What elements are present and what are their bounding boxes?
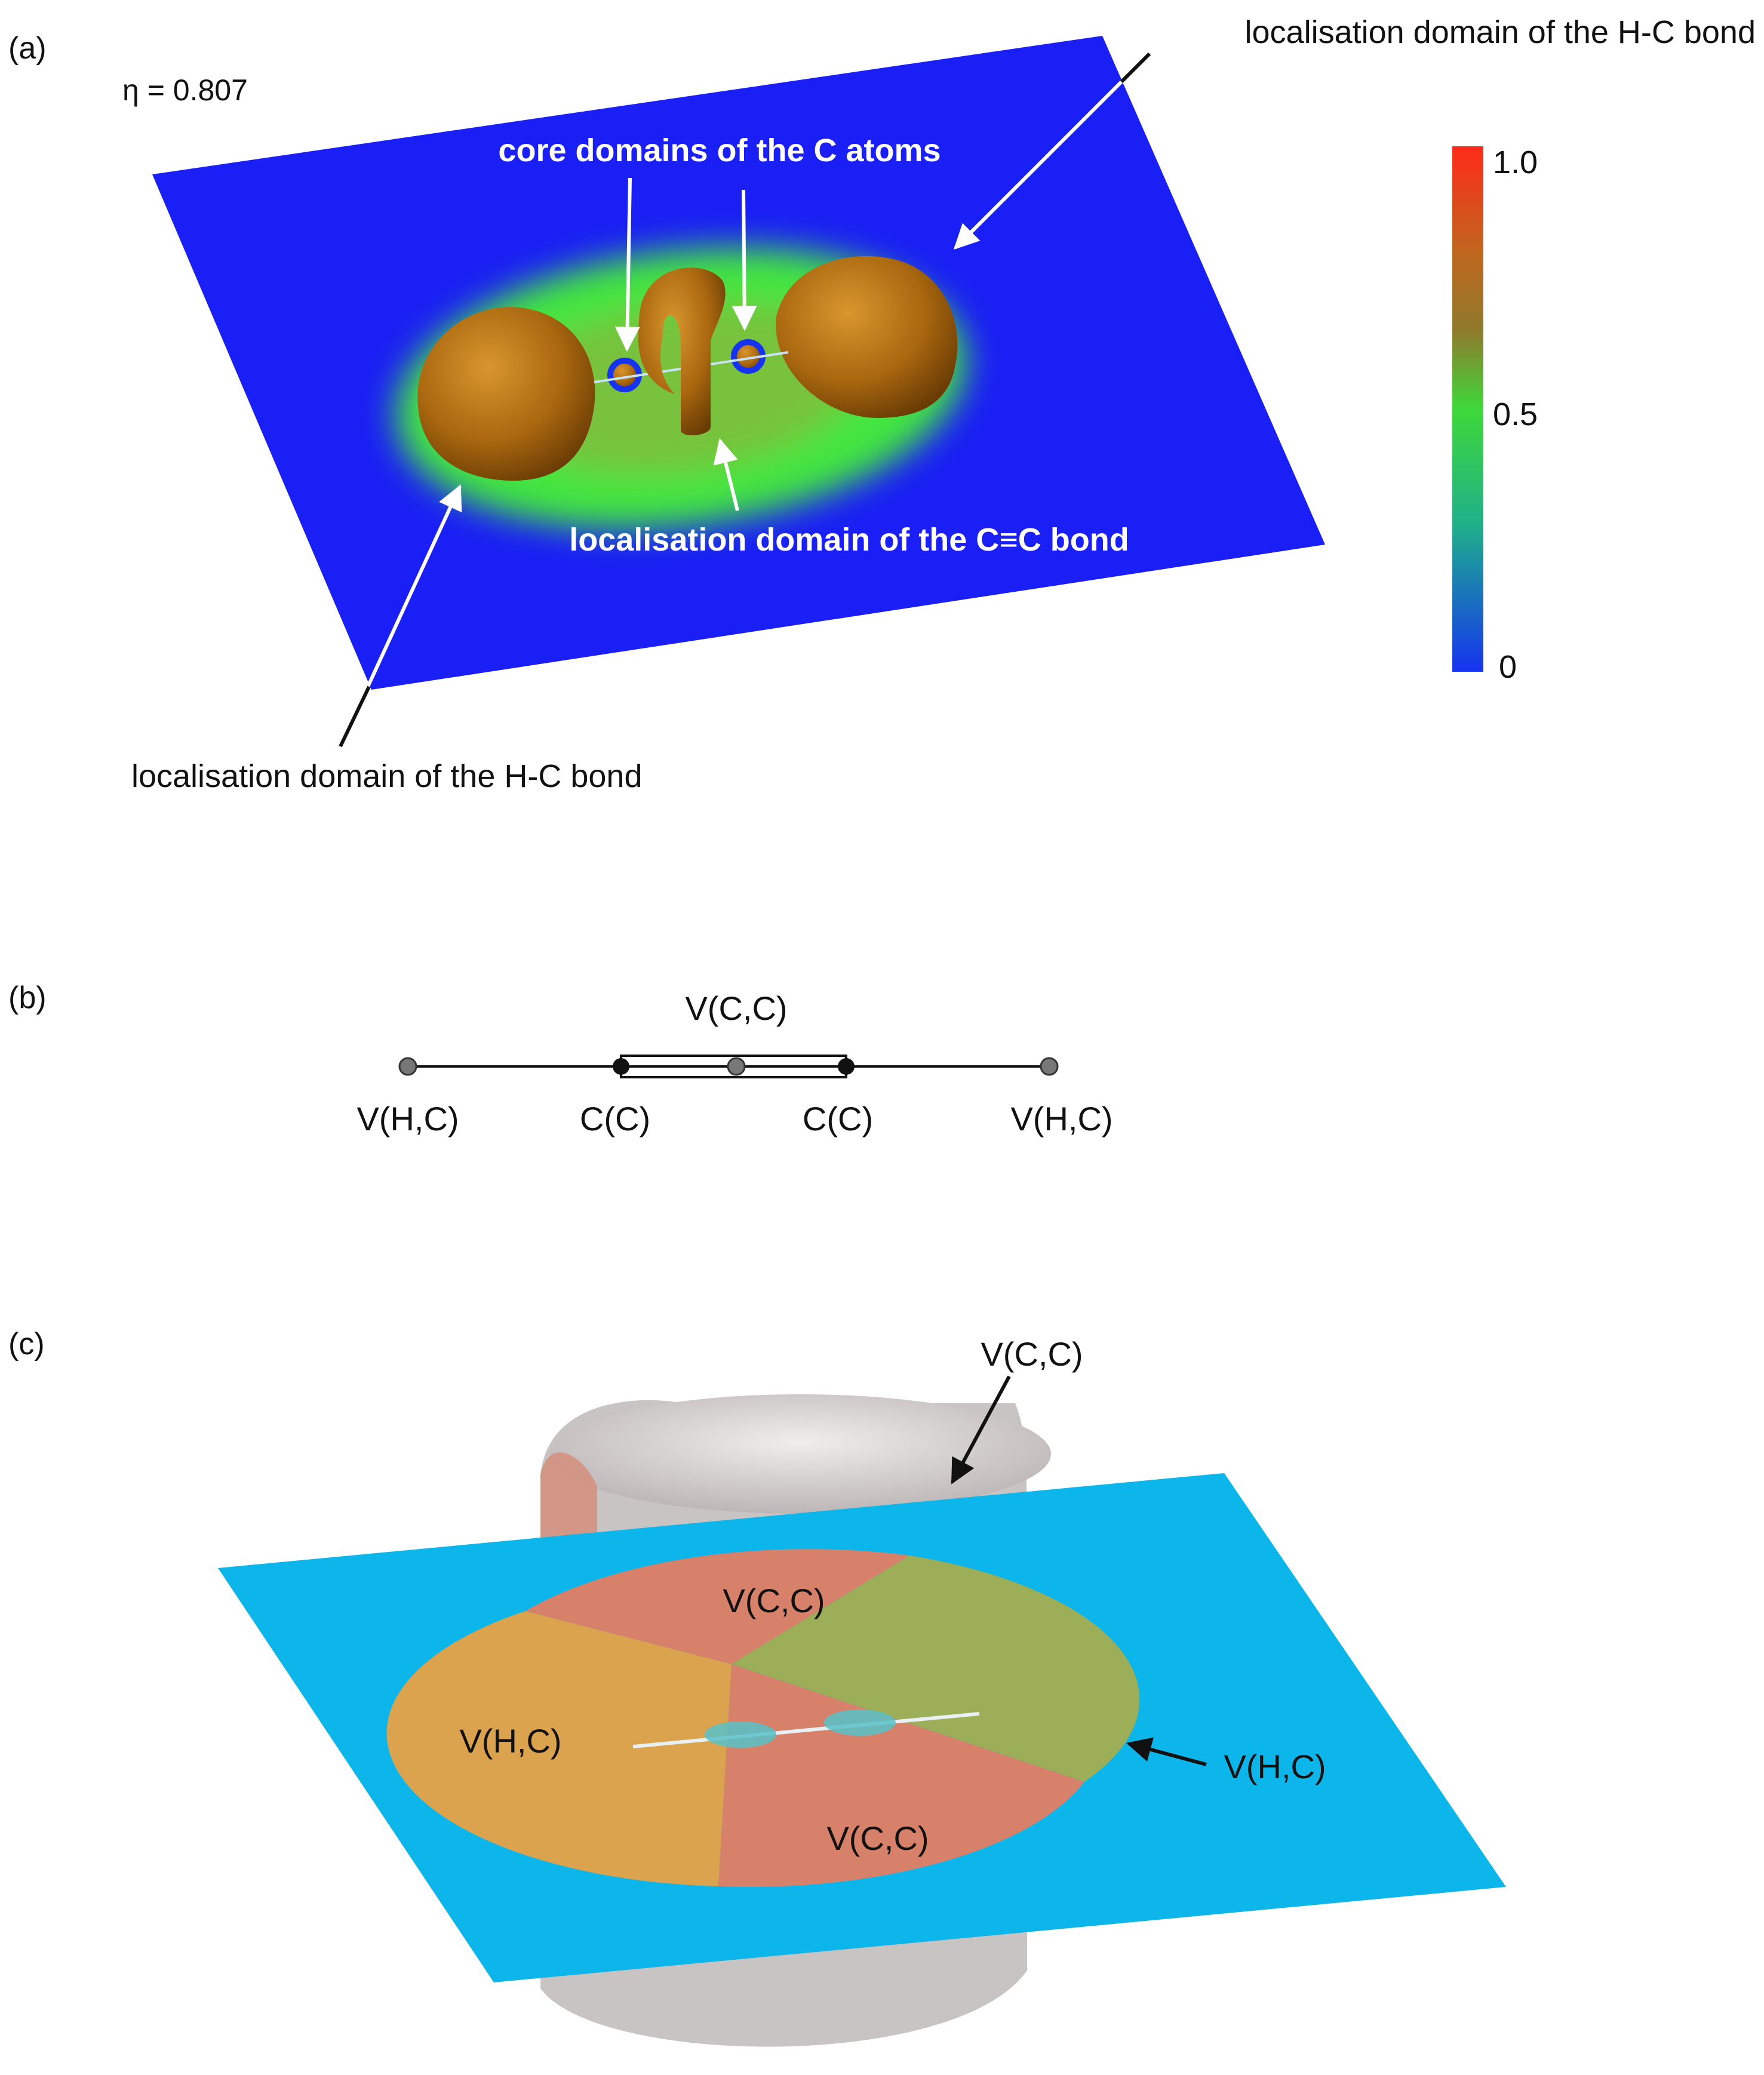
arrow-hc-top bbox=[954, 52, 1151, 250]
label-v-cc: V(C,C) bbox=[685, 989, 787, 1027]
label-region-v-hc-left: V(H,C) bbox=[459, 1722, 561, 1760]
eta-value: η = 0.807 bbox=[122, 73, 248, 107]
callout-v-hc-label: V(H,C) bbox=[1224, 1748, 1326, 1785]
node-c-core-left bbox=[613, 1058, 629, 1075]
c-core-blob-right bbox=[824, 1710, 896, 1736]
panel-a: (a) η = 0.807 core domains of the C atom… bbox=[8, 14, 1756, 794]
arrow-core-right bbox=[732, 189, 757, 331]
section-ellipse bbox=[386, 1549, 1140, 1888]
arrow-hc-top-leader bbox=[1120, 52, 1151, 84]
node-c-core-right bbox=[838, 1058, 855, 1075]
label-c-core-right: C(C) bbox=[803, 1100, 873, 1138]
panel-c-label: (c) bbox=[8, 1327, 45, 1361]
region-v-cc-top bbox=[525, 1549, 909, 1664]
node-v-hc-left bbox=[398, 1057, 417, 1076]
label-v-hc-right: V(H,C) bbox=[1010, 1100, 1113, 1138]
label-region-v-cc-bottom: V(C,C) bbox=[826, 1819, 929, 1857]
label-cc-bond: localisation domain of the C≡C bond bbox=[569, 522, 1129, 558]
vcc-cylinder-dome bbox=[549, 1394, 1051, 1514]
region-v-hc-right bbox=[732, 1556, 1140, 1782]
node-v-hc-right bbox=[1040, 1057, 1059, 1076]
panel-c: (c) V(C,C) V(H,C) V(C,C) V(C,C) V(H,C) bbox=[8, 1327, 1506, 2047]
hc-lobe-left bbox=[417, 307, 595, 481]
arrow-cc-bond bbox=[713, 438, 739, 511]
label-hc-bond-bottom: localisation domain of the H-C bond bbox=[131, 758, 642, 794]
c-core-blob-left bbox=[705, 1722, 776, 1748]
panel-b-label: (b) bbox=[8, 980, 47, 1015]
panel-a-label: (a) bbox=[8, 31, 47, 66]
label-region-v-cc-top: V(C,C) bbox=[723, 1582, 825, 1619]
region-v-hc-left bbox=[386, 1611, 732, 1886]
cc-bond-torus bbox=[638, 268, 726, 436]
callout-v-cc-label: V(C,C) bbox=[981, 1335, 1083, 1373]
label-c-core-left: C(C) bbox=[580, 1100, 650, 1138]
label-v-hc-left: V(H,C) bbox=[357, 1100, 459, 1138]
hc-lobe-right bbox=[776, 256, 958, 418]
colorbar-min-label: 0 bbox=[1499, 649, 1517, 685]
molecule-axis-c bbox=[632, 1712, 980, 1748]
callout-v-cc-arrow bbox=[951, 1375, 1011, 1484]
callout-v-hc-arrow bbox=[1126, 1737, 1207, 1766]
arrow-hc-bottom-leader bbox=[339, 685, 371, 748]
label-hc-bond-top: localisation domain of the H-C bond bbox=[1245, 14, 1756, 50]
colorbar-max-label: 1.0 bbox=[1493, 145, 1538, 180]
label-core-domains: core domains of the C atoms bbox=[498, 133, 941, 168]
panel-b: (b) V(C,C) V(H,C) C(C) C(C) V(H,C) bbox=[8, 980, 1113, 1138]
colorbar-mid-label: 0.5 bbox=[1493, 396, 1538, 432]
node-v-cc bbox=[727, 1057, 746, 1076]
arrow-core-left bbox=[614, 177, 640, 352]
colorbar bbox=[1452, 146, 1483, 672]
region-v-cc-bottom bbox=[718, 1664, 1084, 1888]
